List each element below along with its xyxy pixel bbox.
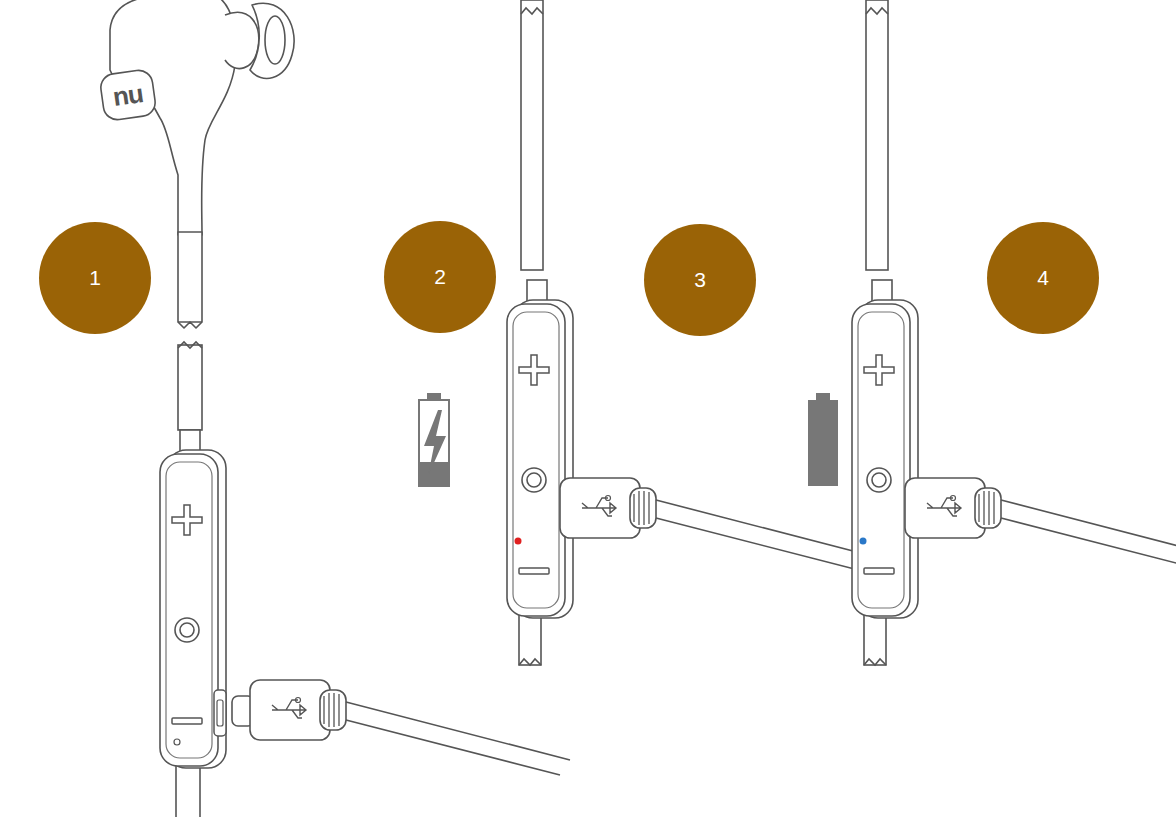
brand-logo: nu (111, 78, 145, 113)
callout-number: 1 (89, 266, 101, 290)
callout-number: 2 (434, 265, 446, 289)
step-circle: 4 (987, 222, 1099, 334)
callout-number: 3 (694, 268, 706, 292)
callout-number: 4 (1037, 266, 1049, 290)
step-circle: 2 (384, 221, 496, 333)
step-circle: 3 (644, 224, 756, 336)
step-circle: 1 (39, 222, 151, 334)
